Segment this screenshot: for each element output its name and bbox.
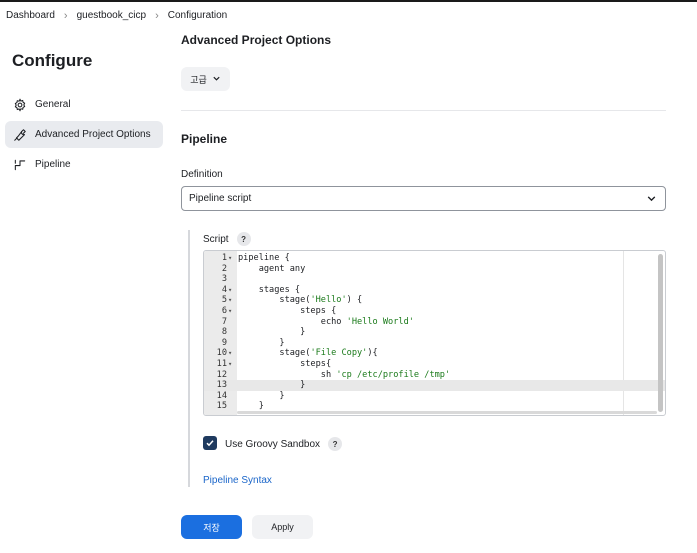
code-text: stage('File Copy'){ xyxy=(238,348,378,359)
code-text: stages { xyxy=(238,284,301,295)
line-number: 14 xyxy=(216,390,227,401)
sidebar-item-pipeline[interactable]: Pipeline xyxy=(5,151,163,178)
code-line[interactable]: 7 echo 'Hello World' xyxy=(204,317,665,328)
code-text: } xyxy=(238,401,264,412)
line-number: 12 xyxy=(216,369,227,380)
code-line[interactable]: 15 } xyxy=(204,401,665,412)
code-line[interactable]: 2 agent any xyxy=(204,264,665,275)
chevron-down-icon xyxy=(646,193,657,207)
code-text: sh 'cp /etc/profile /tmp' xyxy=(238,369,451,380)
section-divider xyxy=(181,110,666,111)
advanced-toggle-label: 고급 xyxy=(190,74,207,85)
chevron-right-icon: › xyxy=(63,9,68,22)
pipeline-icon xyxy=(12,157,28,173)
code-line[interactable]: 1▾ pipeline { xyxy=(204,253,665,264)
breadcrumb-project[interactable]: guestbook_cicp xyxy=(76,10,147,21)
sandbox-label-row: Use Groovy Sandbox ? xyxy=(225,437,343,451)
checkmark-icon xyxy=(206,440,214,447)
code-text: stage('Hello') { xyxy=(238,295,363,306)
code-text: } xyxy=(238,337,285,348)
breadcrumb-configuration[interactable]: Configuration xyxy=(167,10,228,21)
sidebar-item-advanced-project-options[interactable]: Advanced Project Options xyxy=(5,121,163,148)
section-title-advanced: Advanced Project Options xyxy=(181,33,332,47)
editor-horizontal-scrollbar[interactable] xyxy=(237,411,657,414)
code-text: echo 'Hello World' xyxy=(238,316,414,327)
line-number: 7 xyxy=(221,316,227,327)
code-line[interactable]: 5▾ stage('Hello') { xyxy=(204,295,665,306)
code-line[interactable]: 4▾ stages { xyxy=(204,285,665,296)
code-text: } xyxy=(238,327,306,338)
code-line[interactable]: 8 } xyxy=(204,327,665,338)
code-text: agent any xyxy=(238,263,306,274)
sidebar-item-label: Advanced Project Options xyxy=(35,129,151,140)
save-button[interactable]: 저장 xyxy=(181,515,242,539)
sidebar-item-general[interactable]: General xyxy=(5,91,163,118)
fold-toggle-icon[interactable]: ▾ xyxy=(228,349,233,358)
script-label-row: Script ? xyxy=(203,232,251,246)
line-number: 13 xyxy=(216,380,227,391)
fold-toggle-icon[interactable]: ▾ xyxy=(228,285,233,294)
print-margin xyxy=(623,251,624,415)
line-number: 11 xyxy=(216,359,227,369)
line-number: 5 xyxy=(221,295,227,306)
code-line[interactable]: 3 xyxy=(204,274,665,285)
apply-button[interactable]: Apply xyxy=(252,515,313,539)
nested-section-rule xyxy=(188,230,190,487)
definition-selected-value: Pipeline script xyxy=(189,193,252,204)
code-text: } xyxy=(238,390,285,401)
fold-toggle-icon[interactable]: ▾ xyxy=(228,307,233,315)
code-line[interactable]: 10▾ stage('File Copy'){ xyxy=(204,348,665,359)
sidebar-item-label: General xyxy=(35,99,71,110)
groovy-sandbox-label[interactable]: Use Groovy Sandbox xyxy=(225,438,321,450)
line-number: 10 xyxy=(216,348,227,359)
fold-toggle-icon[interactable]: ▾ xyxy=(228,254,233,262)
code-line[interactable]: 11▾ steps{ xyxy=(204,359,665,370)
groovy-sandbox-checkbox[interactable] xyxy=(203,436,217,450)
code-text: steps { xyxy=(238,306,337,316)
sidebar-title: Configure xyxy=(12,51,93,70)
line-number: 3 xyxy=(221,274,227,285)
breadcrumb: Dashboard › guestbook_cicp › Configurati… xyxy=(6,10,227,21)
code-line[interactable]: 12 sh 'cp /etc/profile /tmp' xyxy=(204,370,665,381)
breadcrumb-dashboard[interactable]: Dashboard xyxy=(6,10,55,21)
section-title-pipeline: Pipeline xyxy=(181,132,228,146)
editor-vertical-scrollbar[interactable] xyxy=(658,254,663,412)
top-bar: Dashboard › guestbook_cicp › Configurati… xyxy=(0,0,697,31)
code-line[interactable]: 6▾ steps { xyxy=(204,306,665,317)
sidebar-item-label: Pipeline xyxy=(35,159,71,170)
line-number: 4 xyxy=(221,284,227,295)
definition-label: Definition xyxy=(181,169,223,180)
line-number: 1 xyxy=(221,253,227,263)
code-line[interactable]: 14 } xyxy=(204,391,665,402)
code-text: } xyxy=(238,380,306,391)
advanced-toggle-button[interactable]: 고급 xyxy=(181,67,230,91)
definition-select[interactable]: Pipeline script xyxy=(181,186,666,211)
line-number: 6 xyxy=(221,306,227,316)
chevron-down-icon xyxy=(212,74,221,85)
fold-toggle-icon[interactable]: ▾ xyxy=(228,360,233,368)
help-icon[interactable]: ? xyxy=(236,232,251,246)
code-line[interactable]: 13 } xyxy=(204,380,665,391)
code-line[interactable]: 9 } xyxy=(204,338,665,349)
chevron-right-icon: › xyxy=(155,9,159,22)
code-text: steps{ xyxy=(238,359,332,369)
line-number: 2 xyxy=(221,263,227,274)
line-number: 9 xyxy=(221,337,227,348)
code-text: pipeline { xyxy=(238,253,290,263)
line-number: 15 xyxy=(216,401,227,412)
script-label: Script xyxy=(203,233,229,245)
fold-toggle-icon[interactable]: ▾ xyxy=(228,296,233,305)
wrench-icon xyxy=(12,127,28,143)
help-icon[interactable]: ? xyxy=(328,437,343,451)
pipeline-syntax-link[interactable]: Pipeline Syntax xyxy=(203,475,272,486)
line-number: 8 xyxy=(221,327,227,338)
gear-icon xyxy=(12,97,28,113)
